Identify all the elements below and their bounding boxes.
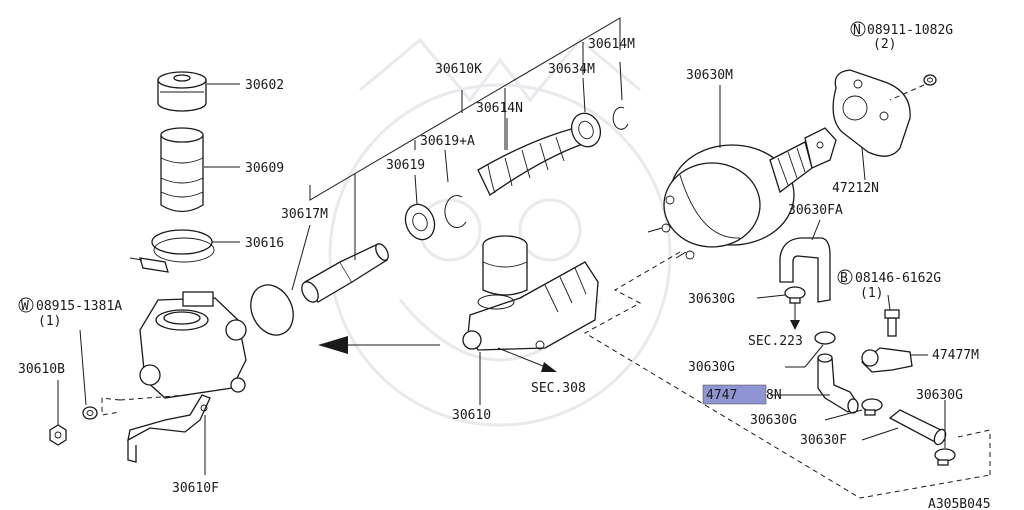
washer-30619[interactable] <box>401 200 440 243</box>
label-sec223: SEC.223 <box>748 334 803 349</box>
seal-30634M[interactable] <box>567 109 605 151</box>
clutch-master-cylinder-30610[interactable] <box>462 235 599 351</box>
check-valve-47478N[interactable] <box>817 353 859 414</box>
label-30616: 30616 <box>245 236 284 251</box>
fastener-w-08915: W 08915-1381A (1) <box>18 297 122 329</box>
qty-08146: (1) <box>860 286 883 301</box>
label-30610: 30610 <box>452 408 491 423</box>
direction-arrow-left <box>318 336 440 354</box>
boot-30614N[interactable] <box>477 127 581 196</box>
reservoir-tank-30609[interactable] <box>160 127 204 213</box>
label-30602: 30602 <box>245 78 284 93</box>
label-30614N: 30614N <box>476 101 523 116</box>
label-30630G-4: 30630G <box>916 388 963 403</box>
clip-30614M[interactable] <box>612 106 629 130</box>
label-30619: 30619 <box>386 158 425 173</box>
code-08146: 08146-6162G <box>855 271 941 286</box>
label-30614M: 30614M <box>588 37 635 52</box>
label-47477M: 47477M <box>932 348 979 363</box>
master-cylinder-reservoir-body[interactable] <box>139 291 247 399</box>
badge-n: N <box>853 23 861 38</box>
label-30630FA: 30630FA <box>788 203 843 218</box>
bracket-47477M[interactable] <box>861 347 913 373</box>
hose-30630F[interactable] <box>888 409 948 446</box>
sec308-arrow <box>497 347 557 372</box>
vacuum-hose-30630FA[interactable] <box>779 237 831 303</box>
label-47212N: 47212N <box>832 181 879 196</box>
label-sec308: SEC.308 <box>531 381 586 396</box>
booster-30630M[interactable] <box>647 127 837 260</box>
label-47478N-highlighted[interactable]: 4747 <box>706 388 737 403</box>
label-30609: 30609 <box>245 161 284 176</box>
highlight-47478N <box>702 384 767 405</box>
label-30610F: 30610F <box>172 481 219 496</box>
label-47478N-rest: 8N <box>766 388 782 403</box>
dashed-boundaries <box>101 251 991 499</box>
clamp-30630G-lower[interactable] <box>861 398 883 416</box>
fastener-n-08911: N 08911-1082G (2) <box>850 21 953 52</box>
label-30630G-1: 30630G <box>688 292 735 307</box>
label-30610B: 30610B <box>18 362 65 377</box>
clamp-30630G-middle[interactable] <box>814 331 836 345</box>
label-30630G-3: 30630G <box>750 413 797 428</box>
clamp-30630G-right[interactable] <box>934 448 956 466</box>
hose-clamp-30616[interactable] <box>129 229 215 273</box>
label-30634M: 30634M <box>548 62 595 77</box>
snap-ring-30619a[interactable] <box>444 195 467 228</box>
qty-08911: (2) <box>873 37 896 52</box>
fastener-b-08146: B 08146-6162G (1) <box>837 269 941 301</box>
qty-08915: (1) <box>38 314 61 329</box>
clamp-30630G-upper[interactable] <box>784 286 806 304</box>
gasket-47212N[interactable] <box>832 69 911 157</box>
diagram-id: A305B045 <box>928 497 991 510</box>
nut-08911[interactable] <box>923 74 937 86</box>
label-30610K: 30610K <box>435 62 482 77</box>
code-08915: 08915-1381A <box>36 299 122 314</box>
label-30630G-2: 30630G <box>688 360 735 375</box>
watermark-logo <box>328 37 672 427</box>
piston-assembly-30617M[interactable] <box>298 242 390 305</box>
bolt-08146[interactable] <box>884 309 900 337</box>
leader-lines <box>57 17 946 475</box>
label-30619a: 30619+A <box>420 134 475 149</box>
badge-w: W <box>21 299 29 314</box>
label-30630M: 30630M <box>686 68 733 83</box>
reservoir-cap-30602[interactable] <box>157 71 207 112</box>
bracket-30610F[interactable] <box>127 394 211 463</box>
label-30630F: 30630F <box>800 433 847 448</box>
code-08911: 08911-1082G <box>867 23 953 38</box>
badge-b: B <box>840 271 848 286</box>
sec223-arrow <box>790 303 800 330</box>
diaphragm-disc[interactable] <box>243 278 301 342</box>
washer-w[interactable] <box>82 406 98 420</box>
label-30617M: 30617M <box>281 207 328 222</box>
nut-30610B[interactable] <box>49 424 67 446</box>
